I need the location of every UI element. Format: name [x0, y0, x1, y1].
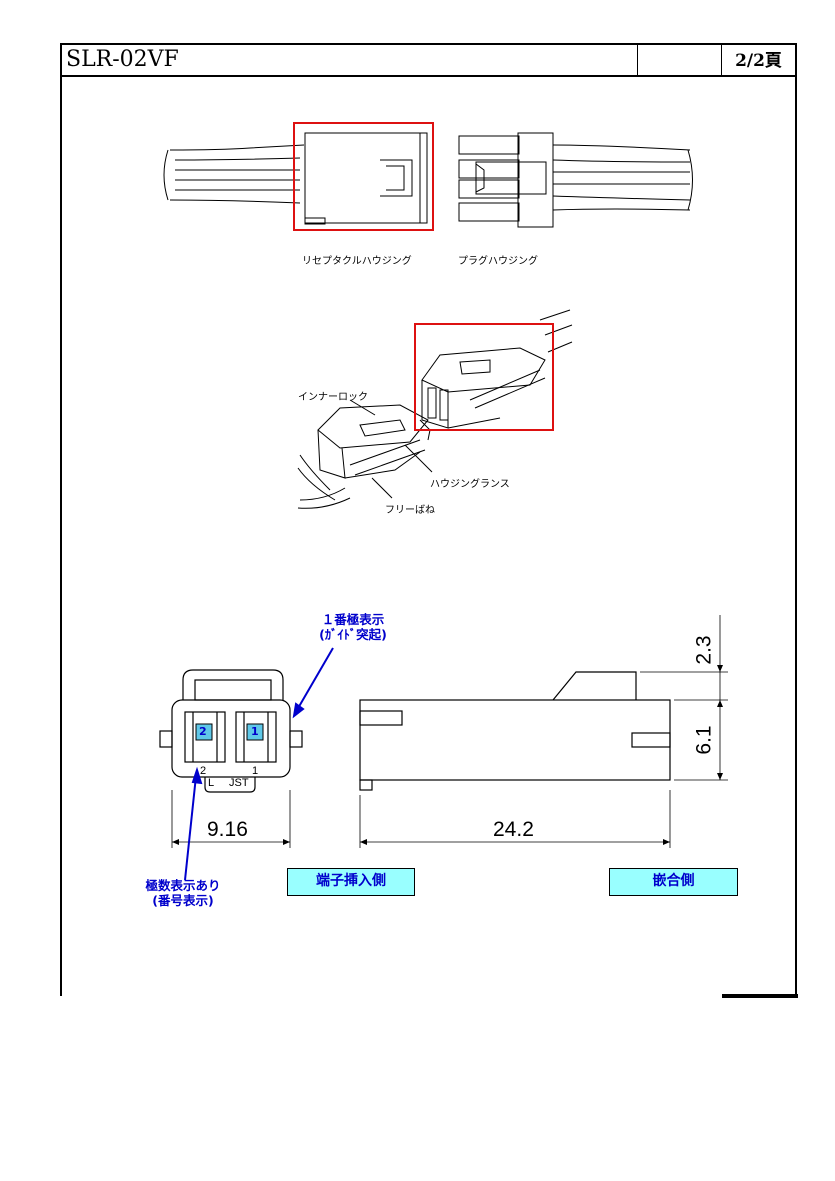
frame-bottom-bar [722, 994, 798, 998]
molded-l-mark: L [208, 777, 215, 789]
molded-jst-mark: JST [229, 777, 249, 789]
title-block: SLR-02VF 2/2頁 [60, 43, 797, 77]
receptacle-housing-label: リセプタクルハウジング [302, 256, 412, 267]
polarity-note: 極数表示あり (番号表示) [128, 878, 238, 908]
pin1-note: １番極表示 (ｶﾞｲﾄﾞ突起) [303, 612, 403, 642]
mating-side-label: 嵌合側 [609, 868, 738, 896]
pin1-note-line1: １番極表示 [321, 612, 385, 627]
free-spring-label: フリーばね [385, 505, 435, 516]
molded-pin-1: 1 [252, 765, 259, 777]
receptacle-highlight [293, 122, 434, 231]
terminal-number-1: 1 [251, 725, 259, 738]
part-number: SLR-02VF [60, 43, 638, 75]
dim-height-top: 2.3 [692, 635, 716, 665]
page-number: 2/2頁 [735, 51, 782, 71]
polarity-note-line2: (番号表示) [152, 893, 214, 908]
inner-lock-label: インナーロック [298, 392, 368, 403]
housing-lance-label: ハウジングランス [430, 479, 510, 490]
dim-length: 24.2 [493, 818, 534, 841]
drawing-frame [60, 43, 797, 996]
terminal-number-2: 2 [199, 725, 207, 738]
terminal-insertion-side-label: 端子挿入側 [287, 868, 415, 896]
dim-width: 9.16 [207, 818, 248, 841]
blank-cell [638, 43, 722, 75]
plug-housing-label: プラグハウジング [458, 256, 538, 267]
molded-pin-2: 2 [200, 765, 207, 777]
plug-highlight [414, 323, 554, 431]
polarity-note-line1: 極数表示あり [145, 878, 221, 893]
pin1-note-line2: (ｶﾞｲﾄﾞ突起) [319, 627, 387, 642]
dim-height-body: 6.1 [692, 725, 716, 755]
